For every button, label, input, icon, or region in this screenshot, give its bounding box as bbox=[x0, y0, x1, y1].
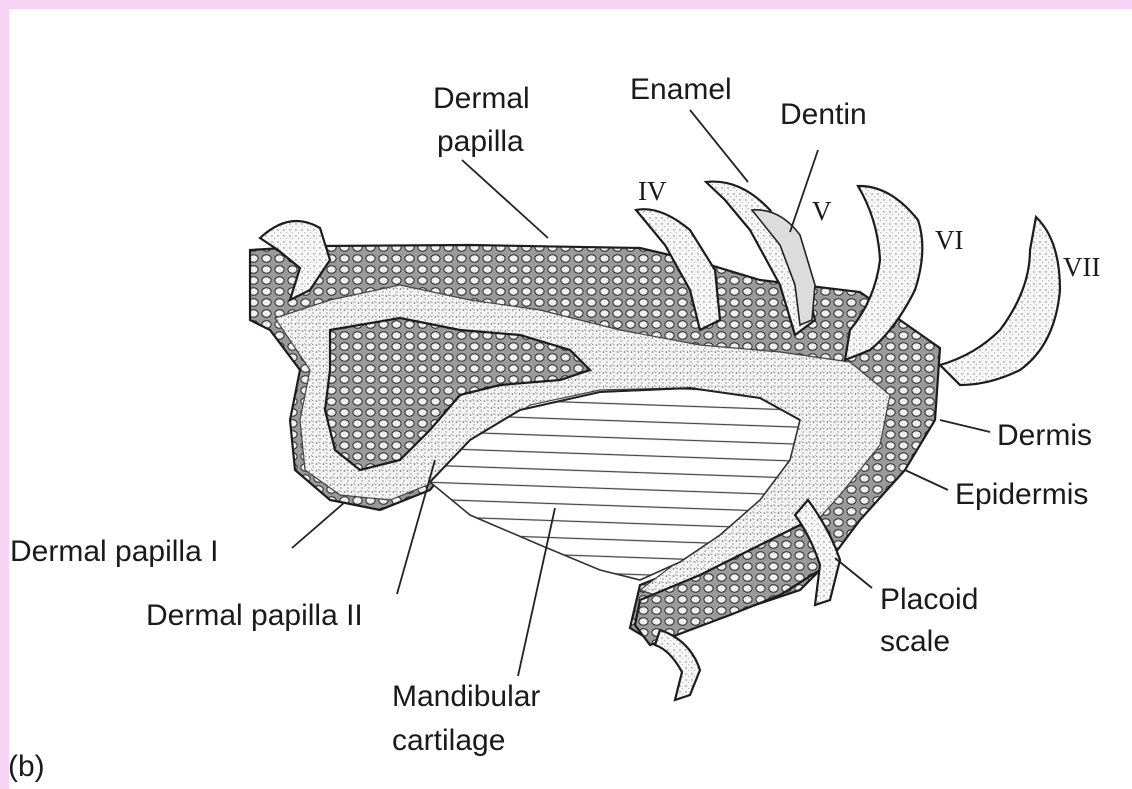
label-dermis: Dermis bbox=[997, 419, 1092, 452]
label-dentin: Dentin bbox=[780, 98, 867, 131]
numeral-v: V bbox=[812, 196, 832, 226]
panel-letter: (b) bbox=[8, 750, 45, 783]
label-mandibular-line2: cartilage bbox=[392, 724, 505, 757]
label-placoid-line2: scale bbox=[880, 625, 950, 658]
numeral-vi: VI bbox=[935, 225, 964, 255]
label-dermal-papilla-i: Dermal papilla I bbox=[10, 535, 218, 568]
label-dermal-papilla-ii: Dermal papilla II bbox=[146, 599, 363, 632]
label-mandibular-line1: Mandibular bbox=[392, 680, 540, 713]
numeral-iv: IV bbox=[638, 176, 667, 206]
label-enamel: Enamel bbox=[630, 73, 732, 106]
label-placoid-line1: Placoid bbox=[880, 583, 978, 616]
numeral-vii: VII bbox=[1063, 252, 1100, 282]
placoid-scale-2 bbox=[655, 630, 700, 700]
label-dermal-papilla-line2: papilla bbox=[437, 125, 524, 158]
label-epidermis: Epidermis bbox=[955, 478, 1088, 511]
label-dermal-papilla-line1: Dermal bbox=[433, 82, 530, 115]
